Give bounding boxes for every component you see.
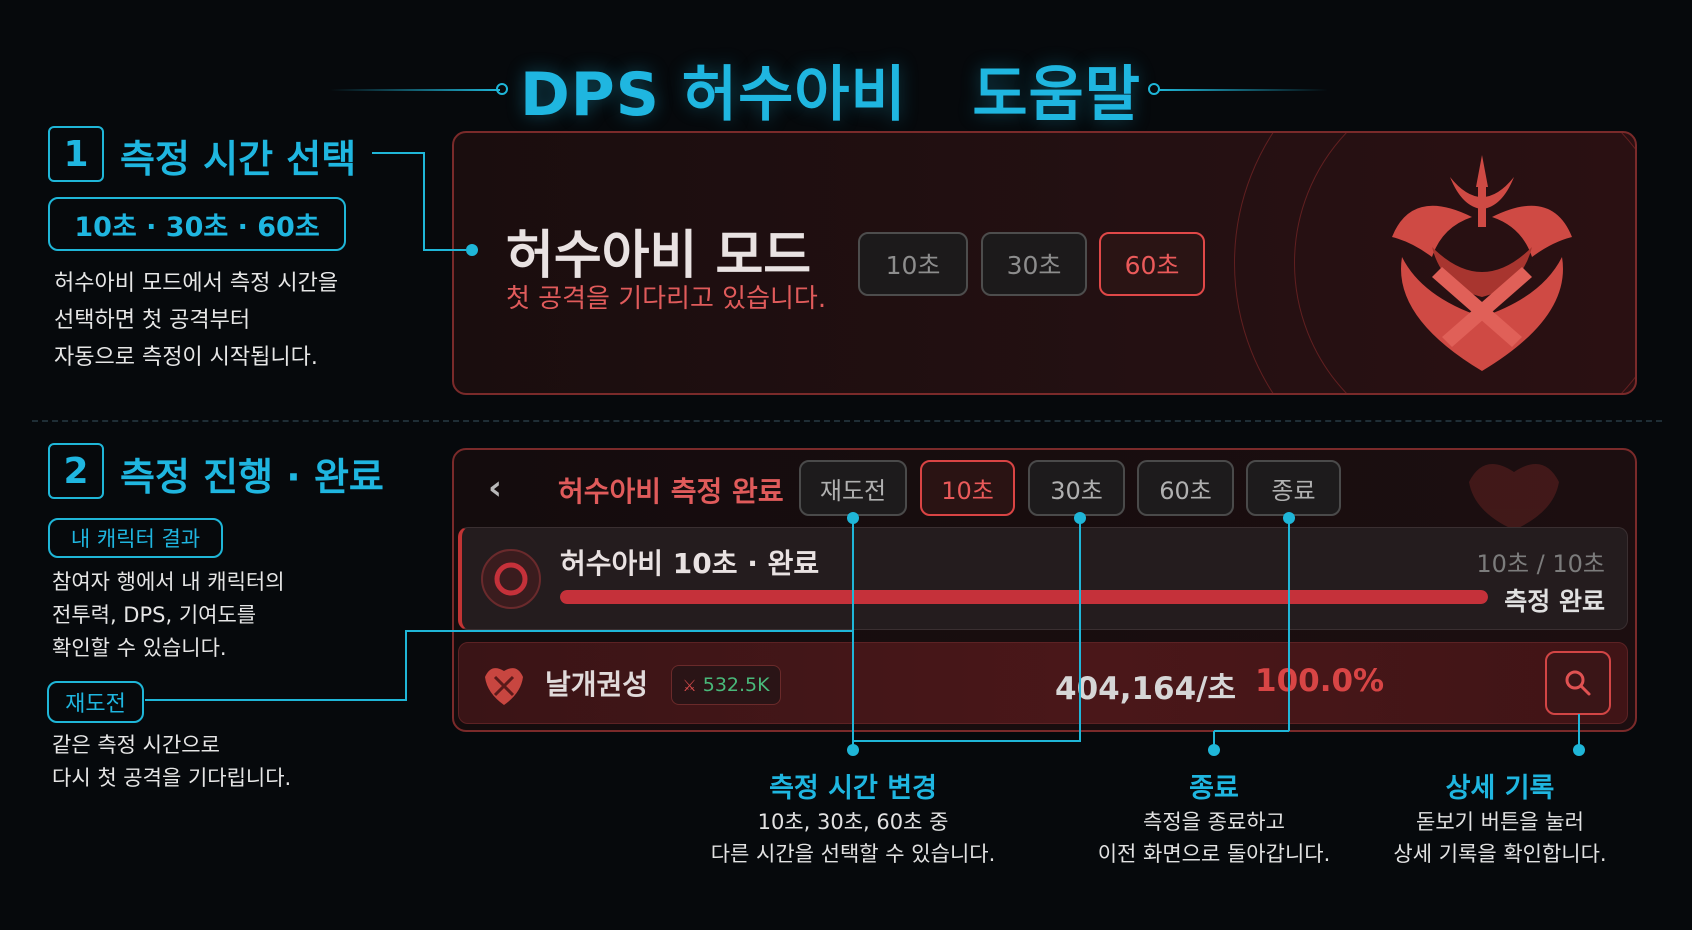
retry-pill: 재도전 — [47, 681, 144, 723]
detail-search-button[interactable] — [1545, 651, 1611, 715]
mode-title: 허수아비 모드 — [506, 226, 812, 286]
decor-ring — [1294, 133, 1635, 393]
mode-panel: 허수아비 모드 첫 공격을 기다리고 있습니다. 10초 30초 60초 — [452, 131, 1637, 395]
desc-line: 확인할 수 있습니다. — [52, 636, 227, 660]
time-30s-button[interactable]: 30초 — [1028, 460, 1125, 516]
desc-line: 측정을 종료하고 — [1143, 810, 1285, 834]
decor-ring — [1234, 133, 1635, 393]
time-10s-button[interactable]: 10초 — [920, 460, 1015, 516]
callout-exit-title: 종료 — [1189, 773, 1239, 804]
step-1-title: 측정 시간 선택 — [120, 137, 357, 181]
desc-line: 다른 시간을 선택할 수 있습니다. — [710, 842, 996, 866]
progress-count: 10초 / 10초 — [1476, 550, 1605, 578]
desc-line: 자동으로 측정이 시작됩니다. — [54, 345, 318, 370]
participant-row[interactable]: 날개권성 ⚔ 532.5K 404,164/초 100.0% — [458, 642, 1628, 724]
sword-icon: ⚔ — [682, 675, 697, 695]
progress-row: 허수아비 10초 · 완료 10초 / 10초 측정 완료 — [458, 527, 1628, 630]
page-title: DPS 허수아비 도움말 — [520, 60, 1141, 130]
participant-name: 날개권성 — [545, 668, 649, 701]
progress-bar-fill — [560, 590, 1488, 604]
desc-line: 다시 첫 공격을 기다립니다. — [52, 766, 292, 790]
power-value: 532.5K — [702, 674, 770, 696]
desc-line: 허수아비 모드에서 측정 시간을 — [54, 271, 339, 296]
step-1-description: 허수아비 모드에서 측정 시간을 선택하면 첫 공격부터 자동으로 측정이 시작… — [54, 265, 338, 376]
title-line-left — [330, 89, 500, 91]
callout-time-change-desc: 10초, 30초, 60초 중 다른 시간을 선택할 수 있습니다. — [673, 806, 1033, 870]
retry-description: 같은 측정 시간으로 다시 첫 공격을 기다립니다. — [52, 729, 291, 795]
title-line-right — [1158, 89, 1328, 91]
guild-emblem-icon — [485, 668, 523, 705]
record-icon — [481, 549, 541, 609]
emblem-icon — [1392, 155, 1572, 371]
title-dot-left — [496, 83, 508, 95]
desc-line: 이전 화면으로 돌아갑니다. — [1097, 842, 1331, 866]
progress-status: 측정 완료 — [1504, 587, 1605, 616]
callout-time-change-title: 측정 시간 변경 — [769, 773, 937, 804]
time-10s-button[interactable]: 10초 — [858, 232, 968, 296]
chevron-left-icon[interactable]: ‹ — [488, 468, 503, 508]
step-1-number: 1 — [48, 126, 104, 182]
step-2-number: 2 — [48, 443, 104, 499]
page-header: DPS 허수아비 도움말 — [0, 28, 1692, 130]
step-1-pill: 10초 · 30초 · 60초 — [48, 197, 346, 251]
participant-share: 100.0% — [1255, 663, 1385, 699]
step-2-title: 측정 진행 · 완료 — [120, 455, 384, 499]
callout-exit-desc: 측정을 종료하고 이전 화면으로 돌아갑니다. — [1064, 806, 1364, 870]
desc-line: 상세 기록을 확인합니다. — [1393, 842, 1607, 866]
search-icon — [1565, 670, 1591, 696]
progress-bar — [560, 590, 1488, 604]
desc-line: 10초, 30초, 60초 중 — [757, 810, 949, 834]
power-badge: ⚔ 532.5K — [671, 665, 781, 705]
result-description: 참여자 행에서 내 캐릭터의 전투력, DPS, 기여도를 확인할 수 있습니다… — [52, 566, 285, 665]
callout-detail-desc: 돋보기 버튼을 눌러 상세 기록을 확인합니다. — [1360, 806, 1640, 870]
desc-line: 참여자 행에서 내 캐릭터의 — [52, 570, 285, 594]
exit-button[interactable]: 종료 — [1246, 460, 1341, 516]
section-divider — [32, 420, 1662, 422]
time-60s-button[interactable]: 60초 — [1099, 232, 1205, 296]
desc-line: 같은 측정 시간으로 — [52, 733, 220, 757]
retry-button[interactable]: 재도전 — [799, 460, 907, 516]
result-pill: 내 캐릭터 결과 — [48, 518, 223, 558]
progress-title: 허수아비 10초 · 완료 — [560, 547, 820, 580]
callout-detail-title: 상세 기록 — [1445, 773, 1555, 804]
desc-line: 선택하면 첫 공격부터 — [54, 308, 251, 333]
result-panel-title: 허수아비 측정 완료 — [558, 475, 784, 508]
time-30s-button[interactable]: 30초 — [981, 232, 1087, 296]
mode-subtitle: 첫 공격을 기다리고 있습니다. — [506, 284, 827, 314]
participant-dps: 404,164/초 — [1055, 671, 1237, 707]
desc-line: 돋보기 버튼을 눌러 — [1416, 810, 1584, 834]
time-60s-button[interactable]: 60초 — [1137, 460, 1234, 516]
emblem-watermark-icon — [1469, 464, 1559, 530]
desc-line: 전투력, DPS, 기여도를 — [52, 603, 257, 627]
